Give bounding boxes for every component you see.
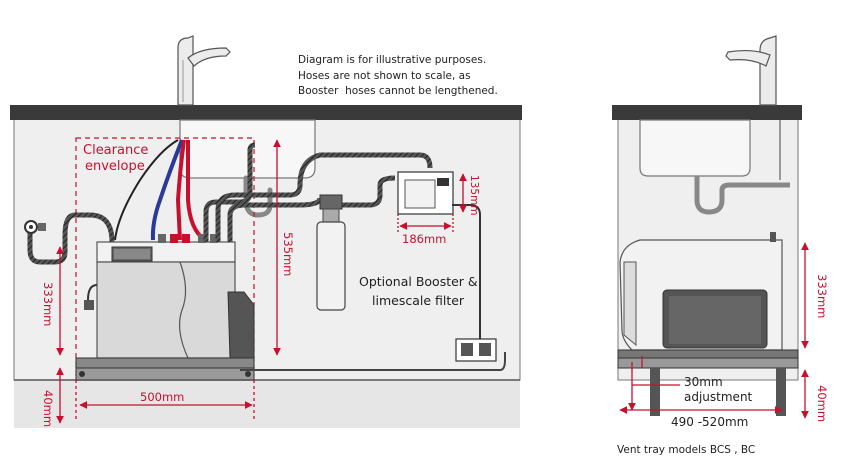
front-view: Clearance envelope Optional Booster & li… — [10, 35, 522, 428]
worktop — [10, 105, 522, 120]
vent-tray — [227, 291, 255, 359]
illustration-note: Diagram is for illustrative purposes. Ho… — [298, 53, 498, 100]
boiler-tank — [96, 234, 236, 359]
booster-label-2: limescale filter — [372, 293, 465, 308]
dim-500: 500mm — [140, 390, 184, 404]
note-line-3: Booster hoses cannot be lengthened. — [298, 85, 498, 97]
side-worktop — [612, 105, 802, 120]
note-line-2: Hoses are not shown to scale, as — [298, 69, 471, 82]
side-view: 333mm 40mm 30mm adjustment 490 -520mm Ve… — [612, 35, 829, 456]
dim-40-front: 40mm — [41, 390, 55, 427]
adjust-label-2: adjustment — [684, 390, 753, 404]
power-socket-icon — [455, 338, 497, 362]
clearance-label-1: Clearance — [83, 143, 148, 158]
vent-tray-caption: Vent tray models BCS , BC — [617, 444, 755, 456]
side-tap-icon — [725, 35, 777, 106]
dimension-lines-side — [619, 242, 809, 419]
cabinet-plinth — [14, 380, 520, 428]
booster-unit — [397, 171, 454, 215]
clearance-label-2: envelope — [85, 159, 145, 174]
dim-40-side: 40mm — [815, 385, 829, 422]
dim-333-front: 333mm — [41, 282, 55, 326]
side-boiler-tank — [619, 232, 783, 351]
dim-186: 186mm — [402, 232, 446, 246]
adjust-label-1: 30mm — [684, 375, 723, 389]
dim-490-520: 490 -520mm — [671, 415, 748, 429]
dim-535: 535mm — [281, 232, 295, 276]
tap-icon — [177, 35, 231, 106]
booster-label-1: Optional Booster & — [359, 274, 478, 289]
dimension-lines-front — [56, 139, 467, 424]
dim-333-side: 333mm — [815, 274, 829, 318]
base-tray — [75, 357, 255, 369]
dim-135: 135mm — [468, 175, 480, 216]
limescale-filter — [316, 194, 346, 311]
pressure-valve-icon — [24, 220, 46, 234]
note-line-1: Diagram is for illustrative purposes. — [298, 54, 487, 66]
